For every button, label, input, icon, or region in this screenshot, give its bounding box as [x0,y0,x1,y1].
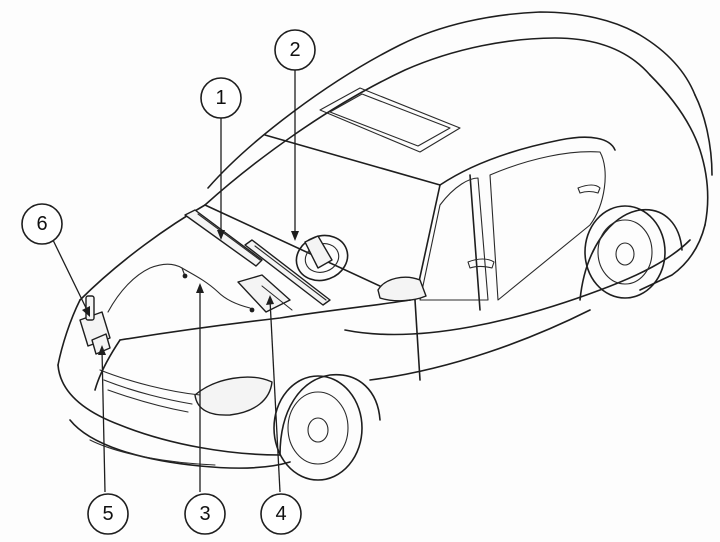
callout-3: 3 [184,493,226,535]
callout-1: 1 [200,77,242,119]
wiper-blade-left [184,209,263,267]
callout-5: 5 [87,493,129,535]
callout-1-label: 1 [215,87,226,109]
callout-2: 2 [274,29,316,71]
callout-2-label: 2 [289,39,300,61]
wiper-motor [237,274,291,313]
car-body [57,11,713,481]
wiper-switch [304,235,333,269]
callout-5-label: 5 [102,503,113,525]
callout-4-label: 4 [275,503,286,525]
callout-3-label: 3 [199,503,210,525]
callout-6-label: 6 [36,213,47,235]
washer-hose [107,263,251,313]
wiper-system [79,209,349,355]
callout-4: 4 [260,493,302,535]
washer-pump [91,333,111,355]
wiper-blade-right [244,239,331,306]
callout-6: 6 [21,203,63,245]
leader-lines [51,70,299,493]
